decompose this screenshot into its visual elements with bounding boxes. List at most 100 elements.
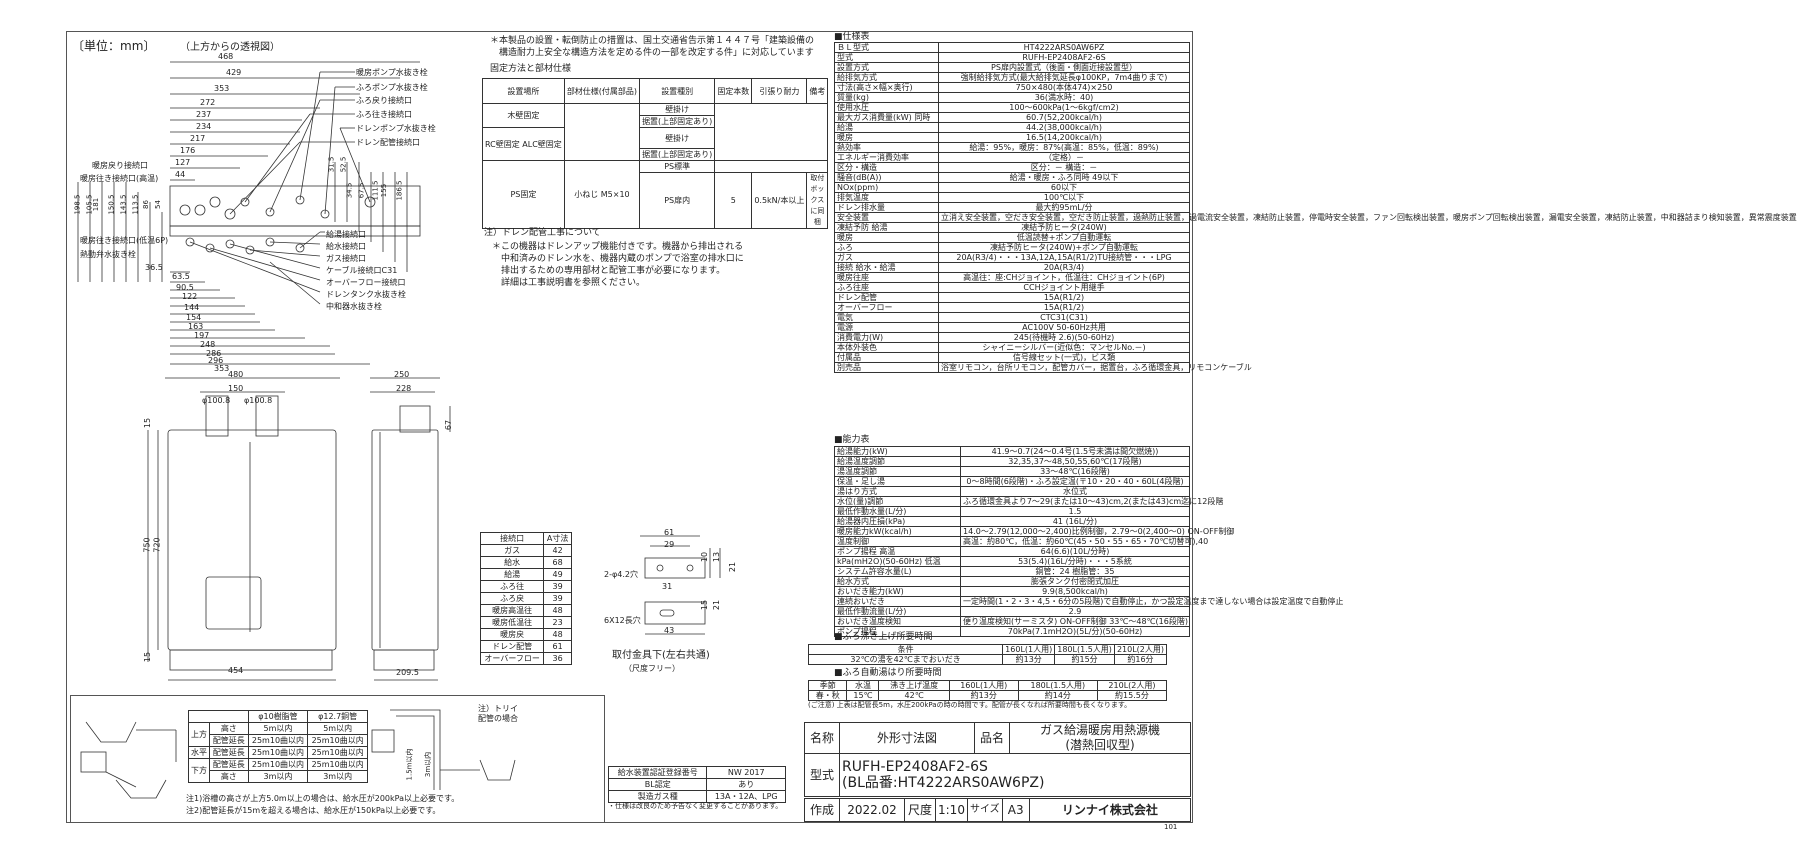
perf-row: 温度制御高温：約80℃，低温：約60℃(45・50・55・65・70℃切替可),… [834,536,1208,547]
bdim-8: 197 [194,331,210,340]
a-r5-val: 48 [543,604,572,617]
spec-value: 16.5(14,200kcal/h) [938,132,1190,143]
bdim-10: 286 [206,349,222,358]
perf-label: 給湯器内圧損(kPa) [834,516,961,527]
tb-model-label: 型式 [804,753,840,797]
dim-top-4: 272 [200,98,216,107]
bracket-d4: 13 [712,551,722,563]
a-r3-val: 39 [543,580,572,593]
a-r6-name: 暖房低温往 [479,616,545,629]
pipe-r4c2: 3m以内 [247,770,309,783]
bracket-sub: （尺度フリー） [624,664,680,673]
spec-value: 給湯：95%，暖房：87%(高温：85%，低温：89%) [938,142,1190,153]
tb-made-value: 2022.02 [839,798,905,822]
perf-value: 41 (16L/分) [960,516,1190,527]
fix-r5c3: 5 [714,172,753,229]
bdim-12: 353 [214,364,230,373]
pipe-r0c0: 上方 [188,722,210,747]
unit-label: 〔単位：mm〕 [72,39,156,53]
pipe-r3c0: 下方 [188,758,210,783]
perf-value: 銅管：24 樹脂管：35 [960,566,1190,577]
vdim-left-1: 198.5 [73,194,82,215]
spec-row: 安全装置立消え安全装置，空だき安全装置，空だき防止装置，過熱防止装置，過電流安全… [834,212,1797,223]
cert-r2c1: 13A・12A、LPG [706,790,786,803]
spec-value: 給湯・暖房・ふろ同時 49以下 [938,172,1190,183]
spec-row: 凍結予防 給湯凍結予防ヒータ(240W) [834,222,1190,233]
fill-h0: 条件 [807,644,1004,655]
pipe-r3c3: 25m10曲以内 [307,758,368,771]
af-h1: 水温 [846,680,880,691]
label-bath-pump-drain: ふろポンプ水抜き栓 [356,83,428,92]
pipe-r2c2: 25m10曲以内 [247,746,309,759]
fix-r4c2: PS標準 [639,160,716,173]
front-pipe2: φ100.8 [244,396,273,405]
bracket-label: 取付金具下(左右共通) [612,650,710,661]
spec-row: ドレン排水量最大約95mL/分 [834,202,1190,213]
dim-top-10: 44 [175,170,186,179]
tb-model-cell: RUFH-EP2408AF2-6S (BL品番:HT4222ARS0AW6PZ) [839,753,1191,797]
af-h5: 210L(2人用) [1096,680,1168,691]
front-top: 15 [143,417,153,429]
spec-label: オーバーフロー [834,302,939,313]
front-bottom-width: 454 [228,666,244,675]
bracket-d2: 29 [664,540,675,549]
tb-size-value: A3 [1001,798,1030,822]
label-drain-pipe: ドレン配管接続口 [356,138,420,147]
spec-value: 60.7(52,200kcal/h) [938,112,1190,123]
vdim-left-8: 54 [153,200,162,209]
a-r3-name: ふろ往 [479,580,545,593]
perf-row: 給湯器内圧損(kPa)41 (16L/分) [834,516,1190,527]
fix-r5c5: 取付ボックスに同梱 [806,172,829,229]
spec-label: 凍結予防 給湯 [834,222,939,233]
tb-model-value1: RUFH-EP2408AF2-6S [842,759,988,775]
bracket-d1: 61 [664,528,675,537]
spec-row: エネルギー消費効率（定格）－ [834,152,1190,163]
a-r4-name: ふろ戻 [479,592,545,605]
dim-top-3: 353 [214,84,230,93]
spec-value: 20A(R3/4)・・・13A,12A,15A(R1/2)TU接続管・・・LPG [938,252,1190,263]
spec-label: 区分・構造 [834,162,939,173]
spec-row: 消費電力(W)245(待機時 2.6)(50-60Hz) [834,332,1190,343]
fill-time-title: ■ふろ沸き上げ所要時間 [834,632,933,642]
perf-label: システム許容水量(L) [834,566,961,577]
spec-label: 質量(kg) [834,92,939,103]
bracket-hole1: 2-φ4.2穴 [604,570,638,579]
perf-value: 一定時間(1・2・3・4,5・6分の5段階)で自動停止，かつ設定温度まで達しない… [960,596,1343,607]
spec-value: 区分：－ 構造：－ [938,162,1190,173]
cert-r1c0: BL認定 [607,778,708,791]
spec-value: 20A(R3/4) [938,262,1190,273]
perf-value: 1.5 [960,506,1190,517]
vdim-right-1: 31.5 [327,156,336,173]
perf-row: 最低作動流量(L/分)2.9 [834,606,1190,617]
fix-r5c4: 0.5kN/本以上 [751,172,808,229]
bath-diagram [80,721,177,799]
pipe-note-1: 注1)浴槽の高さが上方5.0m以上の場合は、給水圧が200kPa以上必要です。 [186,794,460,803]
af-h3: 160L(1人用) [948,680,1019,691]
pipe-r4c1: 高さ [209,770,249,783]
perf-label: 水位(量)調節 [834,496,961,507]
spec-value: HT4222ARS0AW6PZ [938,42,1190,53]
spec-label: 電源 [834,322,939,333]
label-heating-pump-drain: 暖房ポンプ水抜き栓 [356,68,428,77]
title-block-bottom: 作成 2022.02 尺度 1:10 サイズ A3 リンナイ株式会社 [804,798,1192,822]
af-r0: 春・秋 [807,690,848,701]
drain-3: 排出するための専用部材と配管工事が必要になります。 [492,266,726,276]
spec-value: 60以下 [938,182,1190,193]
label-bath-supply: ふろ往き接続口 [356,110,412,119]
front-height1: 750 [142,537,152,553]
spec-label: 型式 [834,52,939,63]
top-view-label: （上方からの透視図） [180,42,280,53]
label-heating-supply-low: 暖房往き接続口(低温6P) [80,236,169,245]
perf-value: 70kPa(7.1mH2O)(5L/分)(50-60Hz) [960,626,1190,637]
perf-title: ■能力表 [834,435,870,445]
spec-row: 質量(kg)36(満水時：40) [834,92,1190,103]
perf-row: 暖房能力kW(kcal/h)14.0～2.79(12,000～2,400)比例制… [834,526,1234,537]
dim-top-9: 127 [175,158,191,167]
